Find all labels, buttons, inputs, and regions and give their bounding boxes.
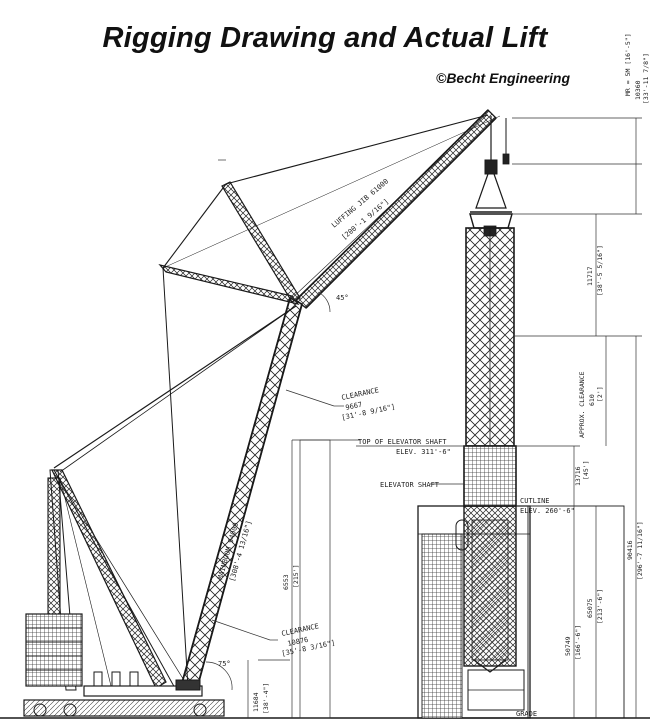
approx-clearance-label: APPROX. CLEARANCE [578,371,586,438]
dim-65075-ft: [213'-6"] [596,589,604,624]
grade-label: GRADE [516,710,537,718]
dim-65075: 65075 [586,598,594,618]
jib-pendant [225,114,489,185]
elevator-shaft-label: ELEVATOR SHAFT [380,481,440,489]
main-boom-pendant [53,305,297,469]
dim-11684-ft: [38'-4"] [262,683,270,714]
dim-50749: 50749 [564,636,572,656]
angle-75-label: 75° [218,660,231,668]
top-elevator-elev: ELEV. 311'-6" [396,448,451,456]
dim-13716: 13716 [574,466,582,486]
dim-10360-ft: [33'-11 7/8"] [642,53,650,104]
dim-90416: 90416 [626,540,634,560]
elevator-shaft-mesh [463,445,517,507]
dimension-lines [205,117,642,719]
top-elevator-shaft-label: TOP OF ELEVATOR SHAFT [358,438,447,446]
approx-clearance-dim: [2'] [596,386,604,402]
page-title: Rigging Drawing and Actual Lift [102,22,548,54]
dim-90416-ft: [296'-7 11/16"] [636,521,644,580]
cutline-label: CUTLINE [520,497,550,505]
dim-13716-ft: [45'] [582,460,590,480]
carbody [23,671,225,717]
rigging-slings [475,173,507,209]
clearance-top-label: CLEARANCE [341,386,380,402]
hook-block [484,159,498,175]
existing-structure [417,505,531,719]
dim-6553: 6553 [282,574,290,590]
dim-6553-ft: [215'] [292,565,300,588]
dim-11684: 11684 [252,692,260,712]
approx-clearance-value: 610 [588,394,596,406]
dim-11717-ft: [38'-5 5/16"] [596,245,604,296]
mast-tower [47,477,61,619]
dim-50749-ft: [166'-6"] [574,625,582,660]
copyright-notice: ©Becht Engineering [436,70,570,86]
angle-45-label: 45° [336,294,349,302]
crawler-tracks [23,699,225,717]
dim-mr: MR = 5M [16'-5"] [624,33,632,96]
cutline-elev: ELEV. 260'-6" [520,507,575,515]
jib-strut-rear [158,263,300,305]
counterweight-stack [25,613,83,687]
back-mast [51,469,167,689]
clearance-top-value: 9667 [345,401,363,412]
dim-10360: 10360 [634,80,642,100]
dim-11717: 11717 [586,266,594,286]
elevator-shaft-load [417,213,625,719]
crane [0,109,650,719]
